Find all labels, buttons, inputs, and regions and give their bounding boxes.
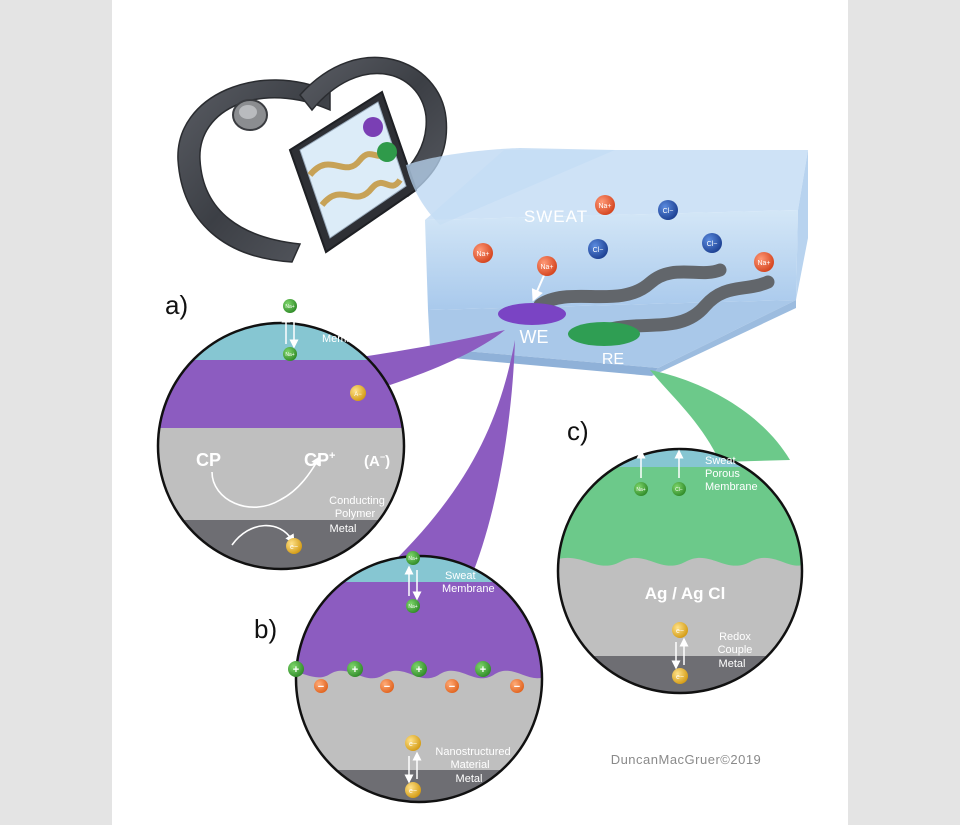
svg-text:Na+: Na+ <box>598 203 611 210</box>
panel-a-letter: a) <box>165 290 188 320</box>
panel-a-cp-plus: CP+ <box>304 450 335 470</box>
panel-b-membrane: Membrane <box>442 583 495 595</box>
svg-text:Cl−: Cl− <box>675 487 683 493</box>
panel-c-electron-top: e− <box>672 622 688 638</box>
panel-c-cl: Cl− <box>672 482 686 496</box>
svg-text:Na+: Na+ <box>285 352 294 358</box>
cl-ion-1: Cl− <box>658 200 678 220</box>
minus-charge-2: − <box>380 679 394 693</box>
callout-wedge-b <box>380 340 515 580</box>
panel-c-membrane: Membrane <box>705 481 758 493</box>
plus-charge-4: + <box>475 661 491 677</box>
na-ion-3: Na+ <box>537 256 557 276</box>
plus-charge-1: + <box>288 661 304 677</box>
plus-charge-2: + <box>347 661 363 677</box>
panel-b-electron-top: e− <box>405 735 421 751</box>
na-ion-4: Na+ <box>754 252 774 272</box>
panel-c-letter: c) <box>567 416 589 446</box>
panel-a-na-bottom: Na+ <box>283 347 297 361</box>
we-dot-icon <box>363 117 383 137</box>
na-ion-1: Na+ <box>595 195 615 215</box>
svg-text:−: − <box>384 681 390 693</box>
credit-text: DuncanMacGruer©2019 <box>611 752 762 767</box>
panel-b-na-top: Na+ <box>406 551 420 565</box>
svg-text:e−: e− <box>409 741 417 748</box>
panel-c-agcl: Ag / Ag Cl <box>645 584 726 603</box>
svg-text:e−: e− <box>676 628 684 635</box>
svg-text:e−: e− <box>290 544 298 551</box>
panel-a-anion-label: (A−) <box>364 452 390 470</box>
sweat-label: SWEAT <box>524 207 588 226</box>
svg-text:e−: e− <box>676 674 684 681</box>
we-electrode <box>498 303 566 325</box>
panel-b-na-bottom: Na+ <box>406 599 420 613</box>
svg-text:Na+: Na+ <box>540 264 553 271</box>
re-dot-icon <box>377 142 397 162</box>
panel-a-na-top: Na+ <box>283 299 297 313</box>
panel-c-couple: Couple <box>718 644 753 656</box>
callout-wedge-c <box>650 370 790 462</box>
panel-c-na: Na+ <box>634 482 648 496</box>
cl-ion-3: Cl− <box>702 233 722 253</box>
svg-text:−: − <box>514 681 520 693</box>
svg-text:−: − <box>449 681 455 693</box>
panel-b-nano: Nanostructured <box>435 746 510 758</box>
panel-a: a) Sweat Membrane Na+ Na+ A− CP CP+ (A−)… <box>156 290 406 571</box>
panel-a-metal: Metal <box>330 523 357 535</box>
panel-b-letter: b) <box>254 614 277 644</box>
panel-c-redox: Redox <box>719 631 751 643</box>
svg-text:Cl−: Cl− <box>707 241 718 248</box>
svg-text:Na+: Na+ <box>476 251 489 258</box>
svg-text:Na+: Na+ <box>408 556 417 562</box>
panel-b: b) Sweat Membrane Na+ Na+ + + + + − − − … <box>254 551 544 804</box>
minus-charge-1: − <box>314 679 328 693</box>
panel-a-cp: CP <box>196 450 221 470</box>
svg-text:−: − <box>318 681 324 693</box>
panel-a-sweat: Sweat <box>322 320 353 332</box>
panel-c-porous: Porous <box>705 468 740 480</box>
re-label: RE <box>602 351 624 368</box>
svg-text:+: + <box>352 664 358 676</box>
svg-text:Cl−: Cl− <box>593 247 604 254</box>
panel-c: c) Sweat Porous Membrane Na+ Cl− Ag / Ag… <box>556 416 804 695</box>
svg-text:+: + <box>293 664 299 676</box>
svg-text:e−: e− <box>409 788 417 795</box>
re-electrode <box>568 322 640 346</box>
panel-c-metal: Metal <box>719 658 746 670</box>
callout-wedge-a <box>340 330 505 385</box>
panel-a-electron: e− <box>286 538 302 554</box>
svg-text:Na+: Na+ <box>408 604 417 610</box>
panel-b-sweat: Sweat <box>445 570 476 582</box>
sweat-chamber: SWEAT WE RE Na+ Na+ Na+ Na+ Cl− Cl− Cl− <box>425 150 808 376</box>
svg-text:+: + <box>416 664 422 676</box>
panel-a-conducting: Conducting <box>329 495 385 507</box>
panel-c-sweat: Sweat <box>705 455 736 467</box>
svg-text:Na+: Na+ <box>636 487 645 493</box>
panel-a-anion: A− <box>350 385 366 401</box>
panel-c-electron-bottom: e− <box>672 668 688 684</box>
panel-a-polymer: Polymer <box>335 508 376 520</box>
panel-b-electron-bottom: e− <box>405 782 421 798</box>
svg-text:+: + <box>480 664 486 676</box>
we-label: WE <box>520 327 549 347</box>
plus-charge-3: + <box>411 661 427 677</box>
minus-charge-4: − <box>510 679 524 693</box>
svg-text:Na+: Na+ <box>285 304 294 310</box>
panel-b-metal: Metal <box>456 773 483 785</box>
svg-text:Cl−: Cl− <box>663 208 674 215</box>
na-ion-2: Na+ <box>473 243 493 263</box>
panel-a-membrane: Membrane <box>322 333 375 345</box>
wristband <box>177 56 448 263</box>
svg-text:A−: A− <box>354 392 362 398</box>
minus-charge-3: − <box>445 679 459 693</box>
svg-text:Na+: Na+ <box>757 260 770 267</box>
panel-b-material: Material <box>450 759 489 771</box>
cl-ion-2: Cl− <box>588 239 608 259</box>
